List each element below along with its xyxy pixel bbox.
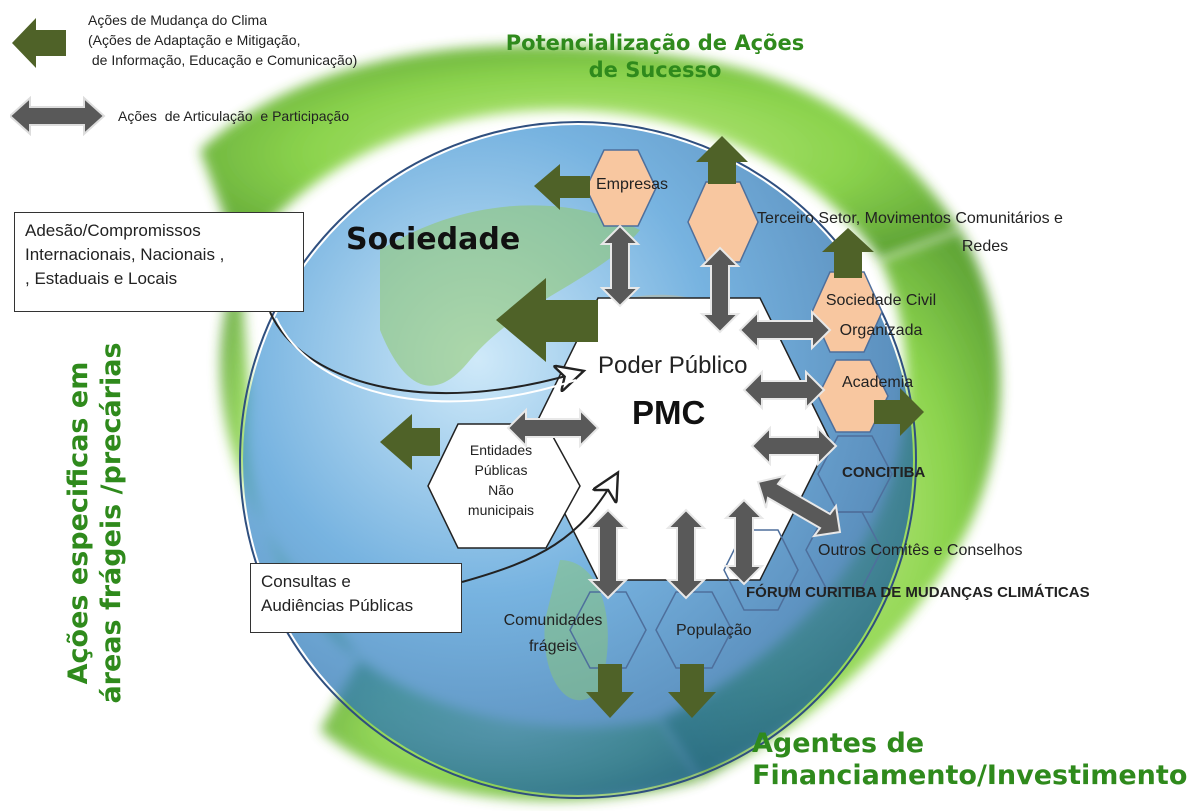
- consultas-curve-arrow: [461, 476, 616, 583]
- center-pmc: PMC: [632, 394, 706, 431]
- legend-line-3: de Informação, Educação e Comunicação): [88, 52, 358, 68]
- node-academia: Academia: [842, 374, 914, 391]
- title-bottom: Agentes de Financiamento/Investimento: [752, 728, 1187, 792]
- green-arrow-populacao: [668, 664, 716, 718]
- node-comunidades: Comunidades frágeis: [488, 608, 618, 660]
- title-top: Potencialização de Ações de Sucesso: [480, 30, 830, 84]
- node-terceiro-setor: Terceiro Setor, Movimentos Comunitários …: [700, 208, 1120, 258]
- outros-hexagon: [805, 511, 883, 589]
- legend-line-1: Ações de Mudança do Clima: [88, 12, 267, 28]
- sociedade-label: Sociedade: [346, 222, 521, 257]
- green-arrow-entidades: [380, 414, 440, 470]
- comunidades-hexagon: [569, 591, 647, 669]
- green-arrow-sociedade: [496, 278, 598, 362]
- green-arrow-icon: [12, 18, 66, 68]
- gray-double-arrow-icon: [10, 96, 106, 136]
- title-bottom-line-2: Financiamento/Investimento: [752, 760, 1188, 791]
- node-entidades-line-3: Não: [488, 482, 514, 498]
- arrow-comunidades: [587, 508, 629, 600]
- arrow-entidades: [506, 407, 600, 449]
- node-entidades-line-4: municipais: [467, 502, 535, 518]
- arrow-forum: [723, 498, 765, 586]
- adesao-line-3: , Estaduais e Locais: [25, 269, 178, 288]
- green-arrow-sociedade-civil: [822, 228, 874, 278]
- forum-hexagon: [723, 529, 799, 611]
- node-populacao: População: [676, 622, 752, 639]
- arrow-academia: [742, 369, 826, 411]
- node-empresas: Empresas: [596, 176, 669, 193]
- adesao-line-1: Adesão/Compromissos: [25, 221, 201, 240]
- arrow-populacao: [665, 508, 707, 600]
- consultas-line-2: Audiências Públicas: [261, 596, 414, 615]
- node-entidades: Entidades Públicas Não municipais: [446, 440, 556, 520]
- arrow-terceiro: [699, 246, 741, 334]
- node-concitiba: CONCITIBA: [842, 464, 926, 481]
- node-entidades-line-2: Públicas: [474, 462, 528, 478]
- terceiro-setor-hexagon: [687, 181, 759, 263]
- title-bottom-line-1: Agentes de: [752, 728, 925, 759]
- node-comunidades-line-1: Comunidades: [503, 612, 603, 629]
- node-entidades-line-1: Entidades: [469, 442, 533, 458]
- adesao-box: Adesão/Compromissos Internacionais, Naci…: [14, 212, 304, 312]
- center-poder-publico: Poder Público: [598, 352, 748, 379]
- node-forum: FÓRUM CURITIBA DE MUDANÇAS CLIMÁTICAS: [746, 584, 1090, 601]
- green-arrow-empresas: [534, 164, 590, 210]
- green-arrow-comunidades: [586, 664, 634, 718]
- node-sociedade-civil-line-1: Sociedade Civil: [825, 292, 937, 309]
- consultas-box: Consultas e Audiências Públicas: [250, 563, 462, 633]
- green-arrow-terceiro: [696, 136, 748, 184]
- concitiba-hexagon: [817, 435, 893, 513]
- title-top-line-2: de Sucesso: [588, 58, 722, 82]
- arrow-concitiba: [750, 425, 838, 467]
- node-terceiro-line-1: Terceiro Setor, Movimentos Comunitários …: [757, 210, 1063, 227]
- node-sociedade-civil-line-2: Organizada: [839, 322, 923, 339]
- populacao-hexagon: [655, 591, 733, 669]
- legend-articulation-label: Ações de Articulação e Participação: [118, 108, 350, 124]
- arrow-empresas: [599, 224, 641, 308]
- adesao-curve-arrow-inner: [275, 317, 577, 403]
- node-outros: Outros Comitês e Conselhos: [818, 542, 1023, 559]
- arrow-outros: [756, 474, 842, 538]
- green-arrow-academia: [874, 388, 924, 436]
- legend-line-2: (Ações de Adaptação e Mitigação,: [88, 32, 301, 48]
- node-terceiro-line-2: Redes: [961, 238, 1009, 255]
- arrow-sociedade-civil: [738, 309, 832, 351]
- consultas-line-1: Consultas e: [261, 572, 351, 591]
- node-comunidades-line-2: frágeis: [528, 638, 578, 655]
- node-sociedade-civil: Sociedade Civil Organizada: [786, 286, 976, 346]
- title-top-line-1: Potencialização de Ações: [505, 31, 805, 55]
- adesao-line-2: Internacionais, Nacionais ,: [25, 245, 225, 264]
